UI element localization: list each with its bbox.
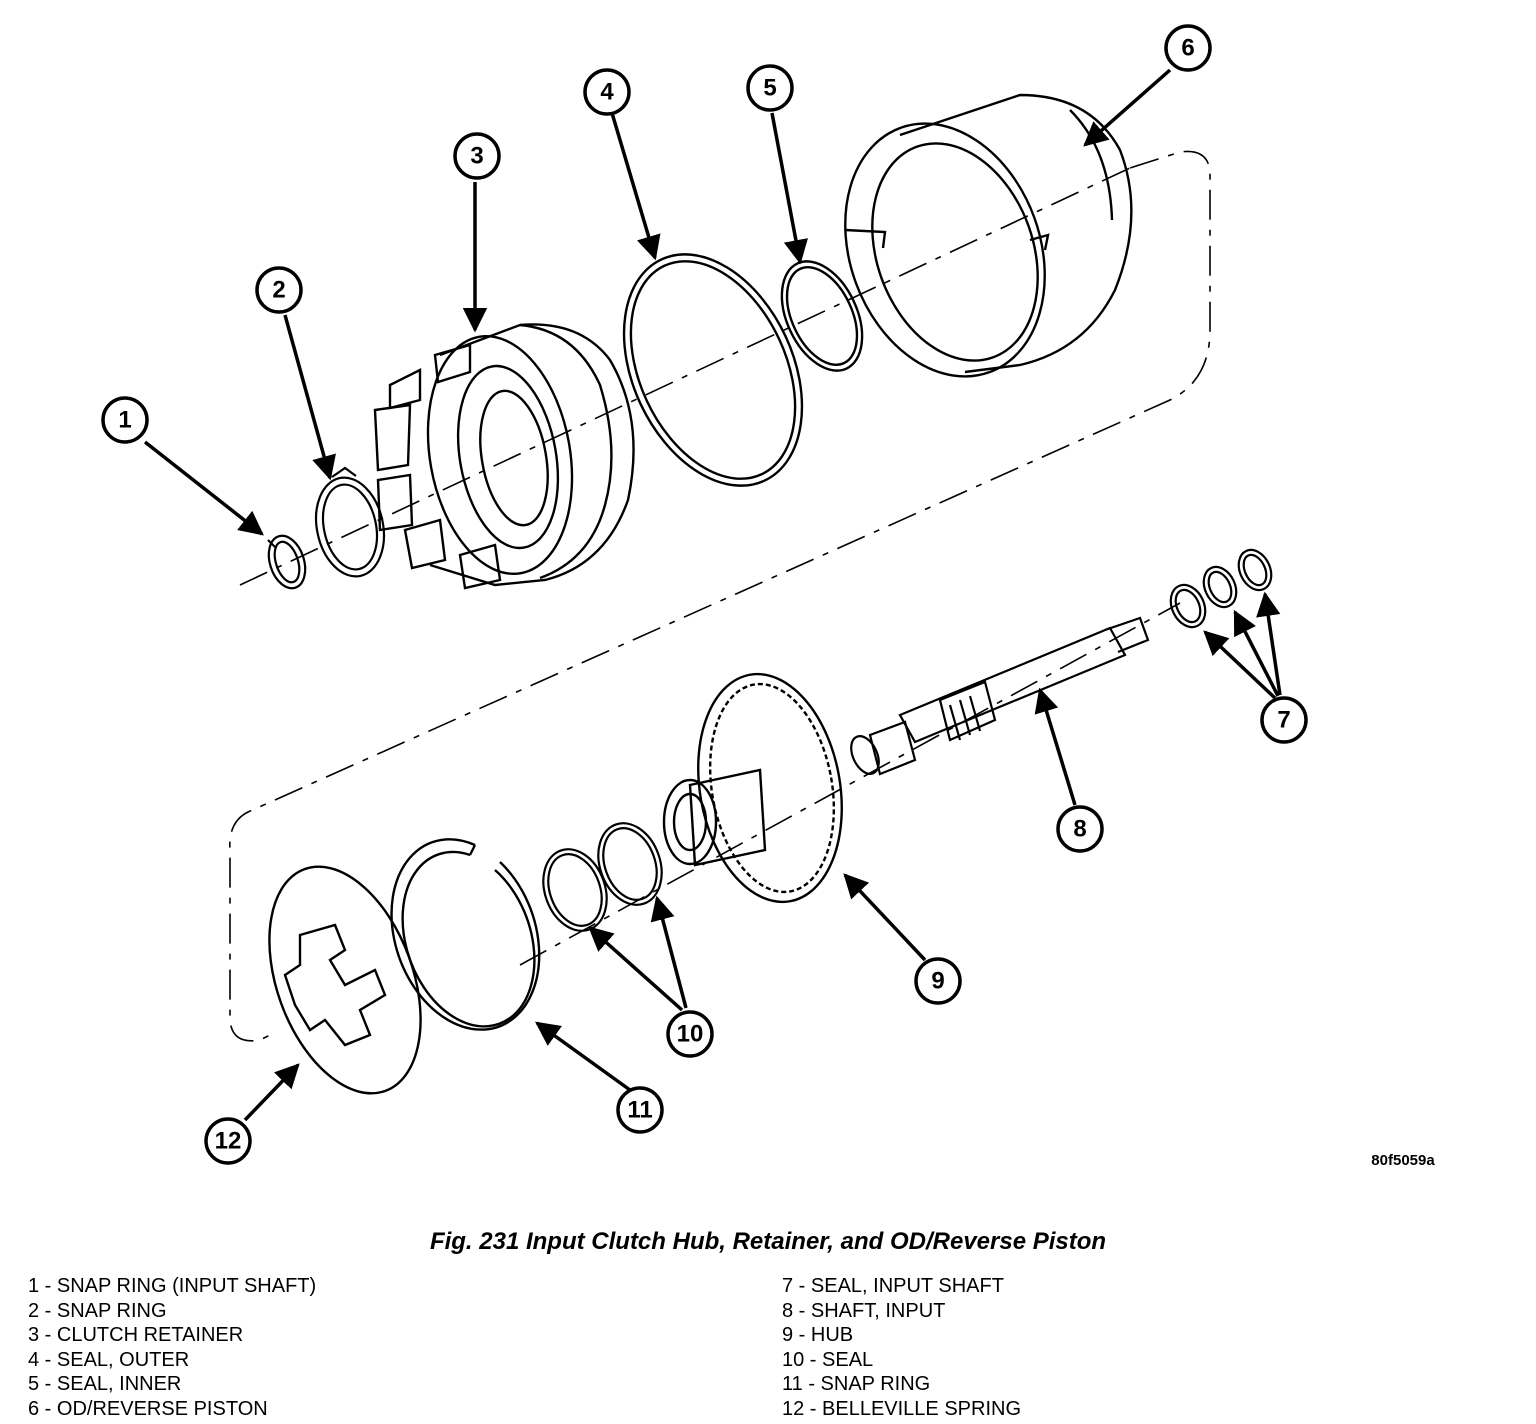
figure-caption: Fig. 231 Input Clutch Hub, Retainer, and… [429, 1228, 1107, 1255]
center-lines [229, 150, 1211, 1042]
callout-number: 11 [627, 1097, 652, 1124]
legend-item: 4 - SEAL, OUTER [28, 1348, 190, 1371]
leader-4 [610, 112, 661, 261]
leader-11 [535, 1021, 632, 1092]
legend-item: 12 - BELLEVILLE SPRING [782, 1397, 1022, 1420]
part-10-seal [542, 822, 663, 932]
leader-10a [588, 926, 684, 1012]
part-6-od-reverse-piston [844, 93, 1133, 378]
part-11-snap-ring [390, 838, 541, 1031]
legend-item: 11 - SNAP RING [782, 1373, 931, 1396]
callout-circles [101, 24, 1308, 1165]
callout-numbers: 1 2 3 4 5 6 7 8 9 10 11 12 [118, 35, 1290, 1155]
callout-circle-5 [746, 64, 794, 112]
leader-5 [770, 112, 808, 265]
callout-circle-10 [666, 1010, 714, 1058]
leader-7a [1203, 630, 1277, 700]
callout-number: 10 [677, 1021, 704, 1048]
leader-2 [283, 314, 336, 481]
leader-8 [1034, 687, 1077, 806]
legend-item: 6 - OD/REVERSE PISTON [28, 1397, 268, 1420]
legend-right-column: 7 - SEAL, INPUT SHAFT 8 - SHAFT, INPUT 9… [782, 1274, 1021, 1422]
legend-item: 1 - SNAP RING (INPUT SHAFT) [28, 1275, 317, 1297]
callout-number: 3 [470, 143, 483, 170]
part-8-shaft-input [850, 616, 1150, 776]
callout-circle-3 [453, 132, 501, 180]
callout-number: 8 [1073, 816, 1086, 843]
leader-12 [243, 1063, 300, 1122]
part-5-seal-inner [780, 260, 864, 372]
exploded-parts-diagram: 1 2 3 4 5 6 7 8 9 10 11 12 80f5059a [101, 24, 1435, 1169]
legend-item: 5 - SEAL, INNER [28, 1373, 182, 1396]
legend-item: 8 - SHAFT, INPUT [782, 1299, 946, 1322]
part-2-snap-ring [314, 466, 386, 578]
callout-circle-1 [101, 396, 149, 444]
part-4-seal-outer [622, 253, 804, 487]
leader-arrows [143, 68, 1282, 1122]
callout-number: 7 [1277, 707, 1290, 734]
callout-circle-2 [255, 266, 303, 314]
callout-circle-6 [1164, 24, 1212, 72]
leader-6 [1083, 68, 1172, 147]
assembly-bracket [229, 150, 1211, 1042]
leader-7b [1233, 609, 1280, 697]
callout-circle-8 [1056, 805, 1104, 853]
callout-circle-12 [204, 1117, 252, 1165]
lower-axis-line [519, 602, 1181, 966]
figure-code: 80f5059a [1371, 1152, 1435, 1169]
legend-item: 3 - CLUTCH RETAINER [28, 1324, 244, 1347]
leader-1 [143, 440, 264, 536]
part-12-belleville-spring [268, 865, 422, 1095]
legend-left-column: 1 - SNAP RING (INPUT SHAFT) 2 - SNAP RIN… [28, 1274, 316, 1422]
legend-item: 9 - HUB [782, 1324, 854, 1347]
leader-7c [1256, 591, 1282, 696]
callout-number: 4 [600, 79, 614, 106]
callout-number: 6 [1181, 35, 1194, 62]
callout-circle-11 [616, 1086, 664, 1134]
callout-number: 9 [931, 968, 944, 995]
legend-item: 2 - SNAP RING [28, 1299, 167, 1322]
leader-9 [843, 873, 927, 962]
part-7-seal-input-shaft [1169, 548, 1273, 629]
upper-axis-line [239, 167, 1131, 586]
callout-number: 12 [215, 1128, 242, 1155]
part-3-clutch-retainer [373, 323, 635, 590]
leader-10b [650, 895, 688, 1009]
part-9-hub [662, 672, 843, 904]
callout-number: 2 [272, 277, 285, 304]
callout-circle-7 [1260, 696, 1308, 744]
legend-item: 10 - SEAL [782, 1348, 874, 1371]
part-1-snap-ring-input-shaft [267, 534, 307, 590]
callout-number: 5 [763, 75, 776, 102]
legend-item: 7 - SEAL, INPUT SHAFT [782, 1275, 1004, 1297]
callout-number: 1 [118, 407, 131, 434]
callout-circle-4 [583, 68, 631, 116]
callout-circle-9 [914, 957, 962, 1005]
